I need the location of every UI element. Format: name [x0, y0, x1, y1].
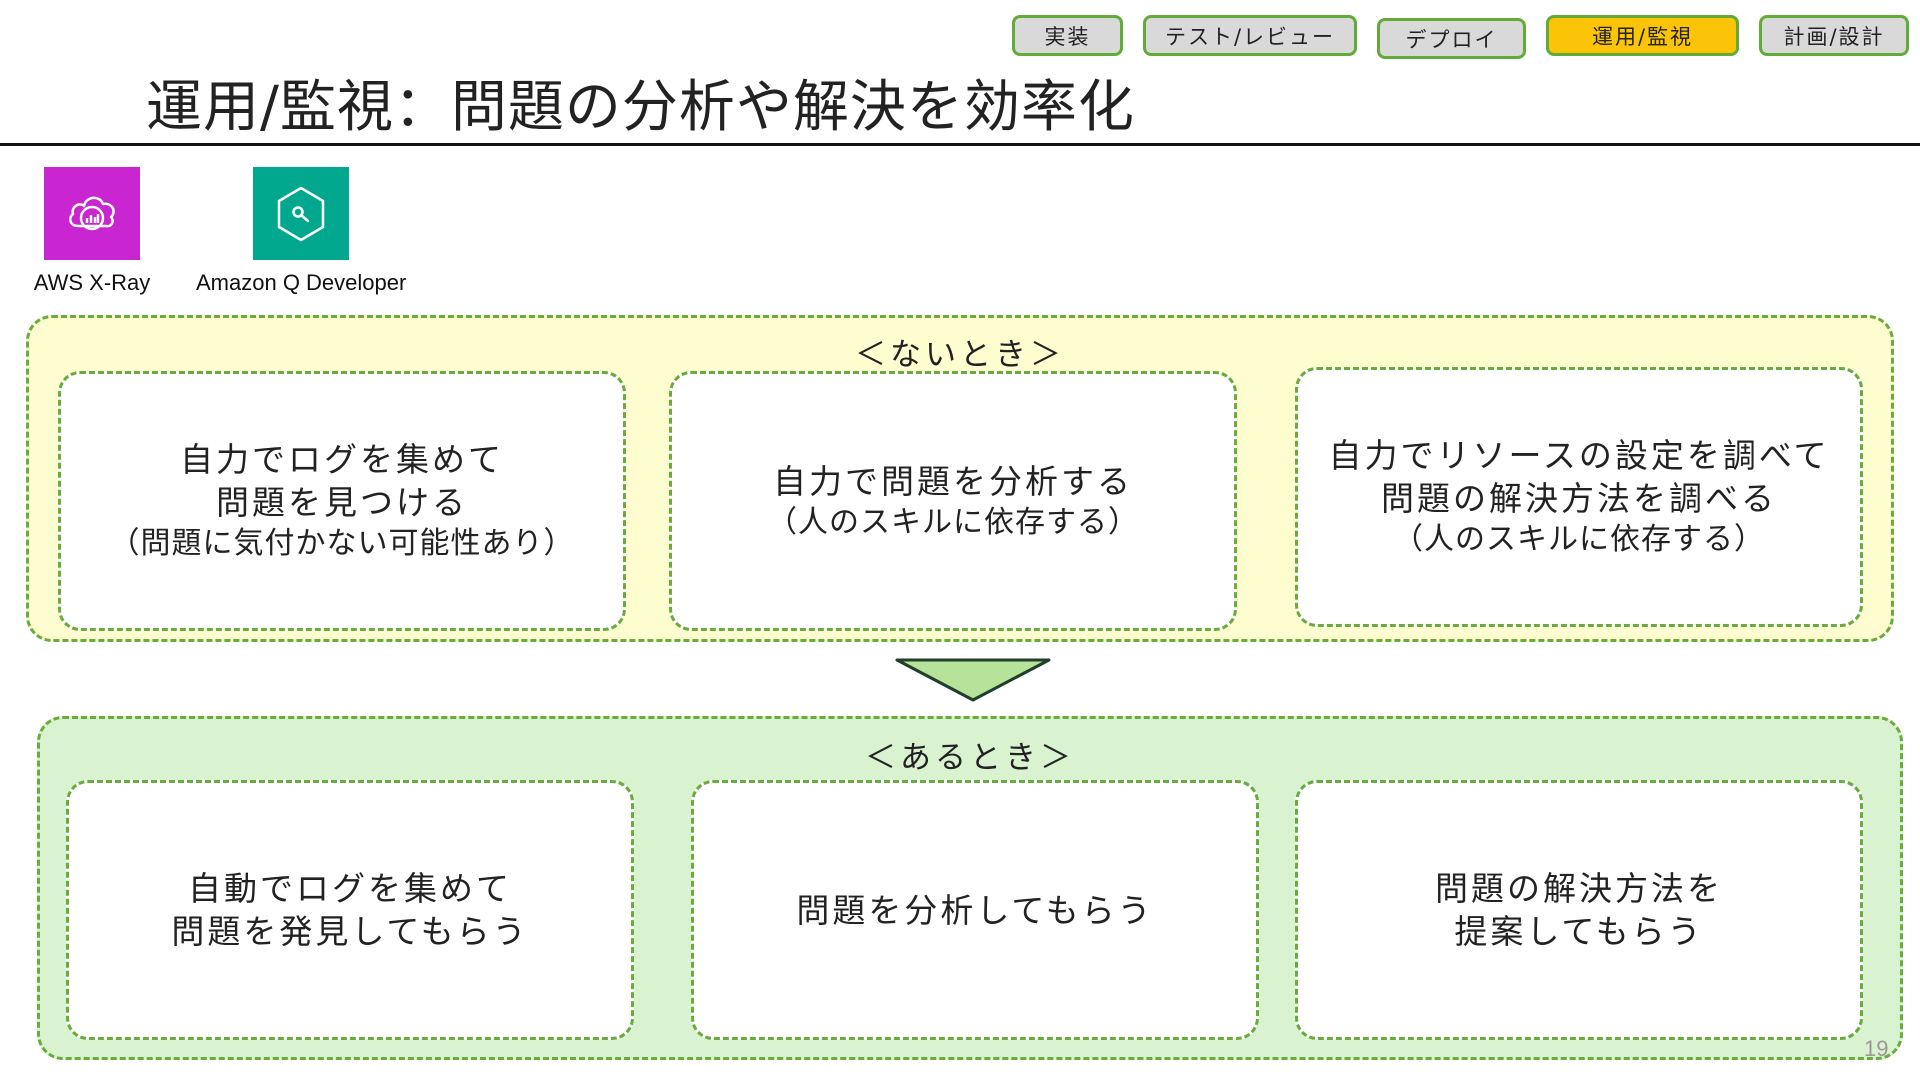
- step-tab-label: 計画/設計: [1783, 24, 1885, 49]
- page-number: 19: [1864, 1036, 1889, 1061]
- card-auto-resolution-proposal: 問題の解決方法を 提案してもらう: [1295, 780, 1863, 1040]
- card-note: （問題に気付かない可能性あり）: [109, 526, 575, 561]
- step-tab-implementation[interactable]: 実装: [1012, 15, 1123, 56]
- service-label: AWS X-Ray: [33, 270, 151, 295]
- title-divider: [0, 143, 1920, 146]
- q-developer-hexagon-icon: [253, 167, 350, 260]
- step-tab-label: テスト/レビュー: [1164, 24, 1336, 49]
- step-tab-label: デプロイ: [1405, 27, 1498, 52]
- card-line: 自力でリソースの設定を調べて: [1328, 436, 1830, 475]
- card-note: （人のスキルに依存する）: [767, 504, 1139, 540]
- card-line: 自力でログを集めて: [180, 440, 504, 479]
- service-amazon-q-developer: Amazon Q Developer: [196, 167, 406, 296]
- card-line: 自力で問題を分析する: [773, 461, 1133, 501]
- card-line: 提案してもらう: [1454, 912, 1704, 951]
- panel-heading: ＜あるとき＞: [865, 740, 1075, 776]
- card-manual-resolution: 自力でリソースの設定を調べて 問題の解決方法を調べる （人のスキルに依存する）: [1295, 367, 1863, 627]
- step-tab-test-review[interactable]: テスト/レビュー: [1143, 15, 1357, 56]
- panel-heading: ＜ないとき＞: [855, 337, 1065, 373]
- down-arrow-icon: [895, 658, 1051, 702]
- step-tab-operations-monitoring[interactable]: 運用/監視: [1546, 15, 1739, 56]
- card-manual-log-collection: 自力でログを集めて 問題を見つける （問題に気付かない可能性あり）: [58, 371, 626, 631]
- xray-cloud-chart-icon: [44, 167, 140, 260]
- step-tab-label: 実装: [1044, 24, 1091, 49]
- card-line: 問題を見つける: [216, 483, 468, 522]
- page-title: 運用/監視：問題の分析や解決を効率化: [146, 75, 1135, 140]
- step-tab-label: 運用/監視: [1591, 24, 1694, 49]
- card-line: 自動でログを集めて: [188, 869, 512, 908]
- card-line: 問題の解決方法を調べる: [1381, 479, 1777, 518]
- card-line: 問題を発見してもらう: [171, 912, 529, 951]
- service-label: Amazon Q Developer: [196, 270, 407, 295]
- step-tab-deploy[interactable]: デプロイ: [1377, 18, 1526, 59]
- panel-with-tools: ＜あるとき＞ 自動でログを集めて 問題を発見してもらう 問題を分析してもらう 問…: [37, 716, 1903, 1060]
- panel-without-tools: ＜ないとき＞ 自力でログを集めて 問題を見つける （問題に気付かない可能性あり）…: [26, 315, 1894, 642]
- card-line: 問題の解決方法を: [1435, 869, 1723, 908]
- card-auto-analysis: 問題を分析してもらう: [691, 780, 1259, 1040]
- card-note: （人のスキルに依存する）: [1393, 522, 1765, 557]
- service-aws-x-ray: AWS X-Ray: [22, 167, 162, 296]
- card-manual-analysis: 自力で問題を分析する （人のスキルに依存する）: [669, 371, 1237, 631]
- step-tab-planning-design[interactable]: 計画/設計: [1759, 15, 1909, 56]
- card-line: 問題を分析してもらう: [796, 890, 1154, 930]
- card-auto-log-collection: 自動でログを集めて 問題を発見してもらう: [66, 780, 634, 1040]
